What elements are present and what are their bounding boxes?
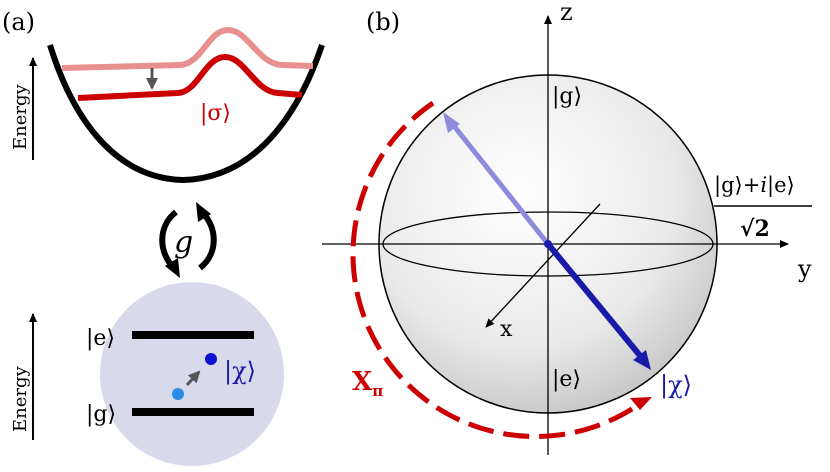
ground-label: |g⟩: [86, 402, 116, 427]
excited-label: |e⟩: [86, 326, 115, 351]
initial-state-vector: [448, 119, 550, 246]
energy-label-top: Energy: [10, 83, 31, 150]
chi-state-vector: [545, 242, 645, 360]
potential-well: [47, 44, 325, 184]
two-level-system-circle: [100, 282, 284, 466]
equator-denominator: √2: [740, 216, 770, 242]
initial-state-vector-head: [443, 112, 460, 133]
panel-a-label: (a): [2, 8, 35, 36]
z-axis-label: z: [560, 0, 573, 26]
sigma-label: |σ⟩: [200, 101, 231, 126]
coupling-arrow-left-head: [165, 258, 180, 278]
equator-state-label: |g⟩+i|e⟩ √2: [714, 173, 812, 242]
chi-state-vector-head: [633, 350, 651, 370]
panel-b: (b) z y x |g⟩ |e⟩ |χ⟩ |g⟩+i|e⟩ √2 X: [322, 0, 812, 455]
chi-label-b: |χ⟩: [660, 371, 692, 400]
north-pole-label: |g⟩: [552, 84, 582, 109]
chi-state-dot: [205, 353, 217, 365]
coupling-arrow-right-head: [196, 202, 211, 222]
rotation-arc: [350, 100, 640, 439]
rotation-arc-head: [630, 397, 652, 410]
sphere-origin: [544, 240, 552, 248]
coupling-arrow-right: [197, 209, 217, 271]
equator-numerator: |g⟩+i|e⟩: [714, 173, 795, 198]
south-pole-label: |e⟩: [552, 367, 581, 392]
initial-state-dot: [172, 388, 184, 400]
y-axis-label: y: [797, 255, 812, 283]
coupling-label: g: [174, 225, 193, 260]
x-axis: [485, 203, 601, 328]
sigma-level-line: [77, 53, 303, 101]
rotation-label: Xπ: [352, 367, 383, 400]
x-axis-label: x: [500, 317, 513, 342]
chi-label-a: |χ⟩: [224, 357, 256, 386]
panel-b-label: (b): [366, 8, 400, 36]
panel-a: (a) Energy |σ⟩ g Energy |e⟩ |g⟩: [2, 8, 325, 466]
transition-arrow: [185, 370, 201, 387]
energy-label-bottom: Energy: [10, 365, 31, 432]
upper-level-line: [61, 26, 314, 71]
